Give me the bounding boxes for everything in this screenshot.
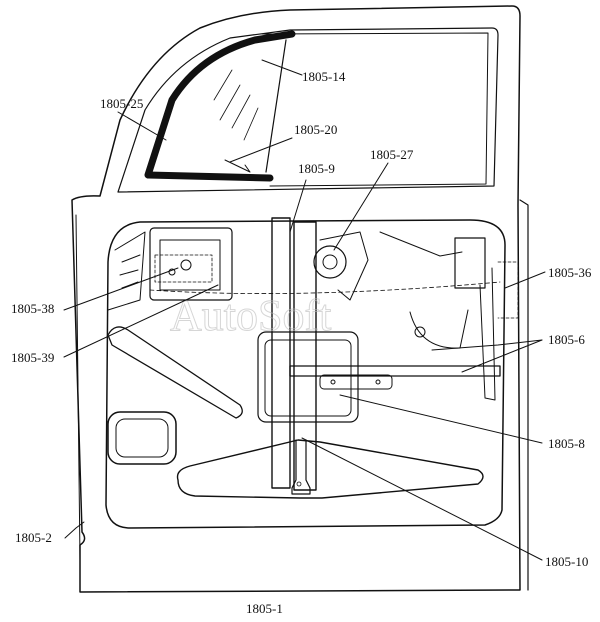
callout-labels: 1805-25 1805-14 1805-20 1805-9 1805-27 1… — [11, 69, 592, 616]
watermark-text: AutoSoft — [170, 291, 331, 340]
callout-1805-25: 1805-25 — [100, 96, 143, 111]
regulator-frame — [257, 331, 359, 423]
access-hole-left — [107, 411, 177, 465]
callout-1805-36: 1805-36 — [548, 265, 592, 280]
callout-1805-6: 1805-6 — [548, 332, 585, 347]
glass-run-channel — [144, 30, 296, 182]
inner-panel-cavity — [105, 219, 506, 529]
callout-1805-9: 1805-9 — [298, 161, 335, 176]
leader-lines — [63, 59, 546, 561]
callout-1805-14: 1805-14 — [302, 69, 346, 84]
callout-1805-20: 1805-20 — [294, 122, 337, 137]
callout-1805-1: 1805-1 — [246, 601, 283, 616]
callout-1805-38: 1805-38 — [11, 301, 54, 316]
callout-1805-10: 1805-10 — [545, 554, 588, 569]
window-opening — [117, 27, 499, 193]
lift-arm — [291, 439, 311, 495]
regulator-channel — [271, 217, 317, 491]
regulator-gear — [313, 231, 369, 301]
horizontal-sash-channel — [289, 365, 501, 390]
callout-1805-39: 1805-39 — [11, 350, 54, 365]
remote-control-mechanism — [149, 231, 519, 401]
diagonal-slot — [107, 326, 243, 419]
latch-assembly — [149, 227, 233, 301]
callout-1805-27: 1805-27 — [370, 147, 414, 162]
callout-1805-2: 1805-2 — [15, 530, 52, 545]
callout-1805-8: 1805-8 — [548, 436, 585, 451]
lower-access-opening — [176, 439, 484, 499]
door-panel-outline — [71, 5, 529, 593]
vent-window-glass — [213, 39, 287, 173]
